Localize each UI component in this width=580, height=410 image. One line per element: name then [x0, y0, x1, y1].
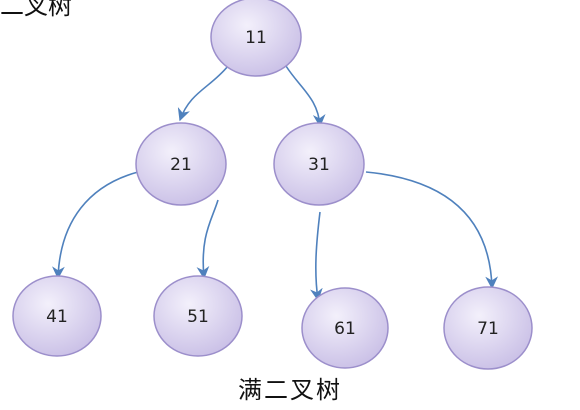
edge-21-51 — [196, 199, 219, 280]
tree-node: 71 — [443, 286, 533, 370]
tree-node: 21 — [135, 122, 227, 206]
tree-node: 41 — [12, 275, 102, 357]
node-label: 51 — [187, 307, 209, 327]
tree-node: 51 — [153, 275, 243, 357]
edges — [52, 65, 499, 302]
tree-node: 11 — [210, 0, 302, 77]
corner-text-fragment: 二叉树 — [0, 0, 72, 20]
nodes: 11 21 31 41 51 61 71 — [12, 0, 533, 370]
edge-31-71 — [365, 171, 499, 290]
edge-21-41 — [52, 171, 139, 280]
node-label: 31 — [308, 155, 330, 175]
edge-31-61 — [310, 211, 323, 302]
edge-11-31 — [285, 65, 326, 128]
node-label: 11 — [245, 28, 267, 48]
diagram-caption: 满二叉树 — [238, 376, 342, 404]
tree-node: 31 — [273, 122, 365, 206]
node-label: 41 — [46, 307, 68, 327]
node-label: 61 — [334, 319, 356, 339]
edge-11-21 — [177, 65, 229, 122]
node-label: 71 — [477, 319, 499, 339]
node-label: 21 — [170, 155, 192, 175]
tree-node: 61 — [301, 287, 389, 369]
